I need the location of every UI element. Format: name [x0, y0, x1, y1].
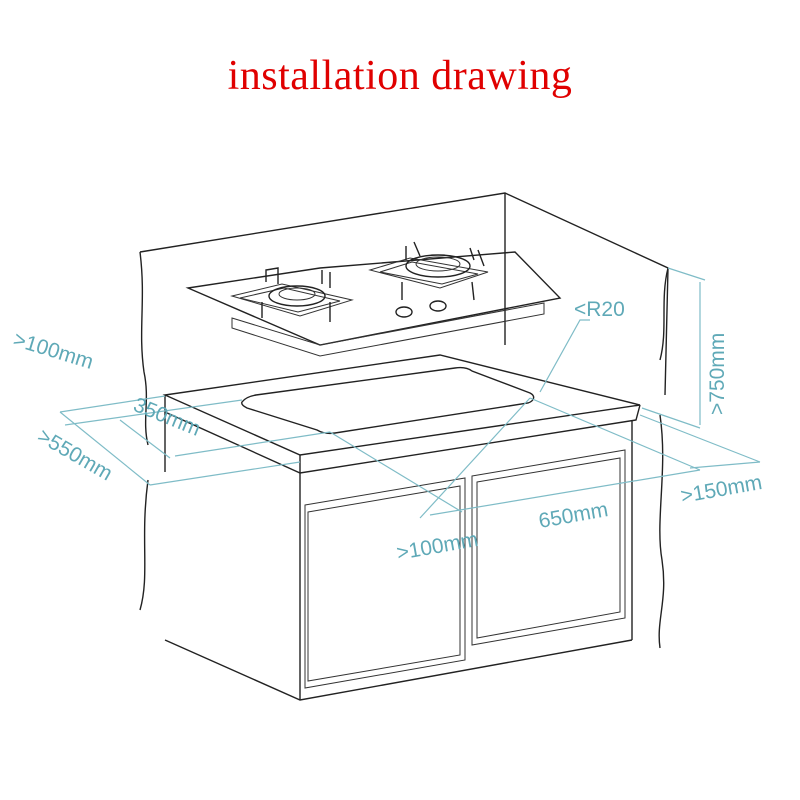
dimension-lines: [59, 267, 761, 519]
cutout-depth-label: 350mm: [130, 393, 204, 441]
right-door: [471, 449, 626, 646]
right-knob-icon: [429, 300, 447, 312]
side-margin-label: >150mm: [679, 471, 764, 508]
hob-cutout: [241, 366, 535, 435]
height-label: >750mm: [706, 333, 729, 415]
corner-radius-label: <R20: [574, 298, 625, 321]
left-knob-icon: [395, 306, 413, 318]
cabinet-depth-label: >550mm: [34, 424, 117, 485]
gas-hob: [185, 241, 562, 357]
left-door: [304, 477, 466, 689]
depth-margin-label: >100mm: [11, 328, 96, 374]
back-wall: [139, 192, 669, 649]
cutout-width-label: 650mm: [537, 498, 610, 533]
right-burner: [368, 241, 489, 301]
cabinet: [164, 412, 633, 701]
left-burner: [230, 267, 354, 322]
front-margin-label: >100mm: [395, 528, 480, 565]
drawing-title: installation drawing: [227, 53, 573, 99]
